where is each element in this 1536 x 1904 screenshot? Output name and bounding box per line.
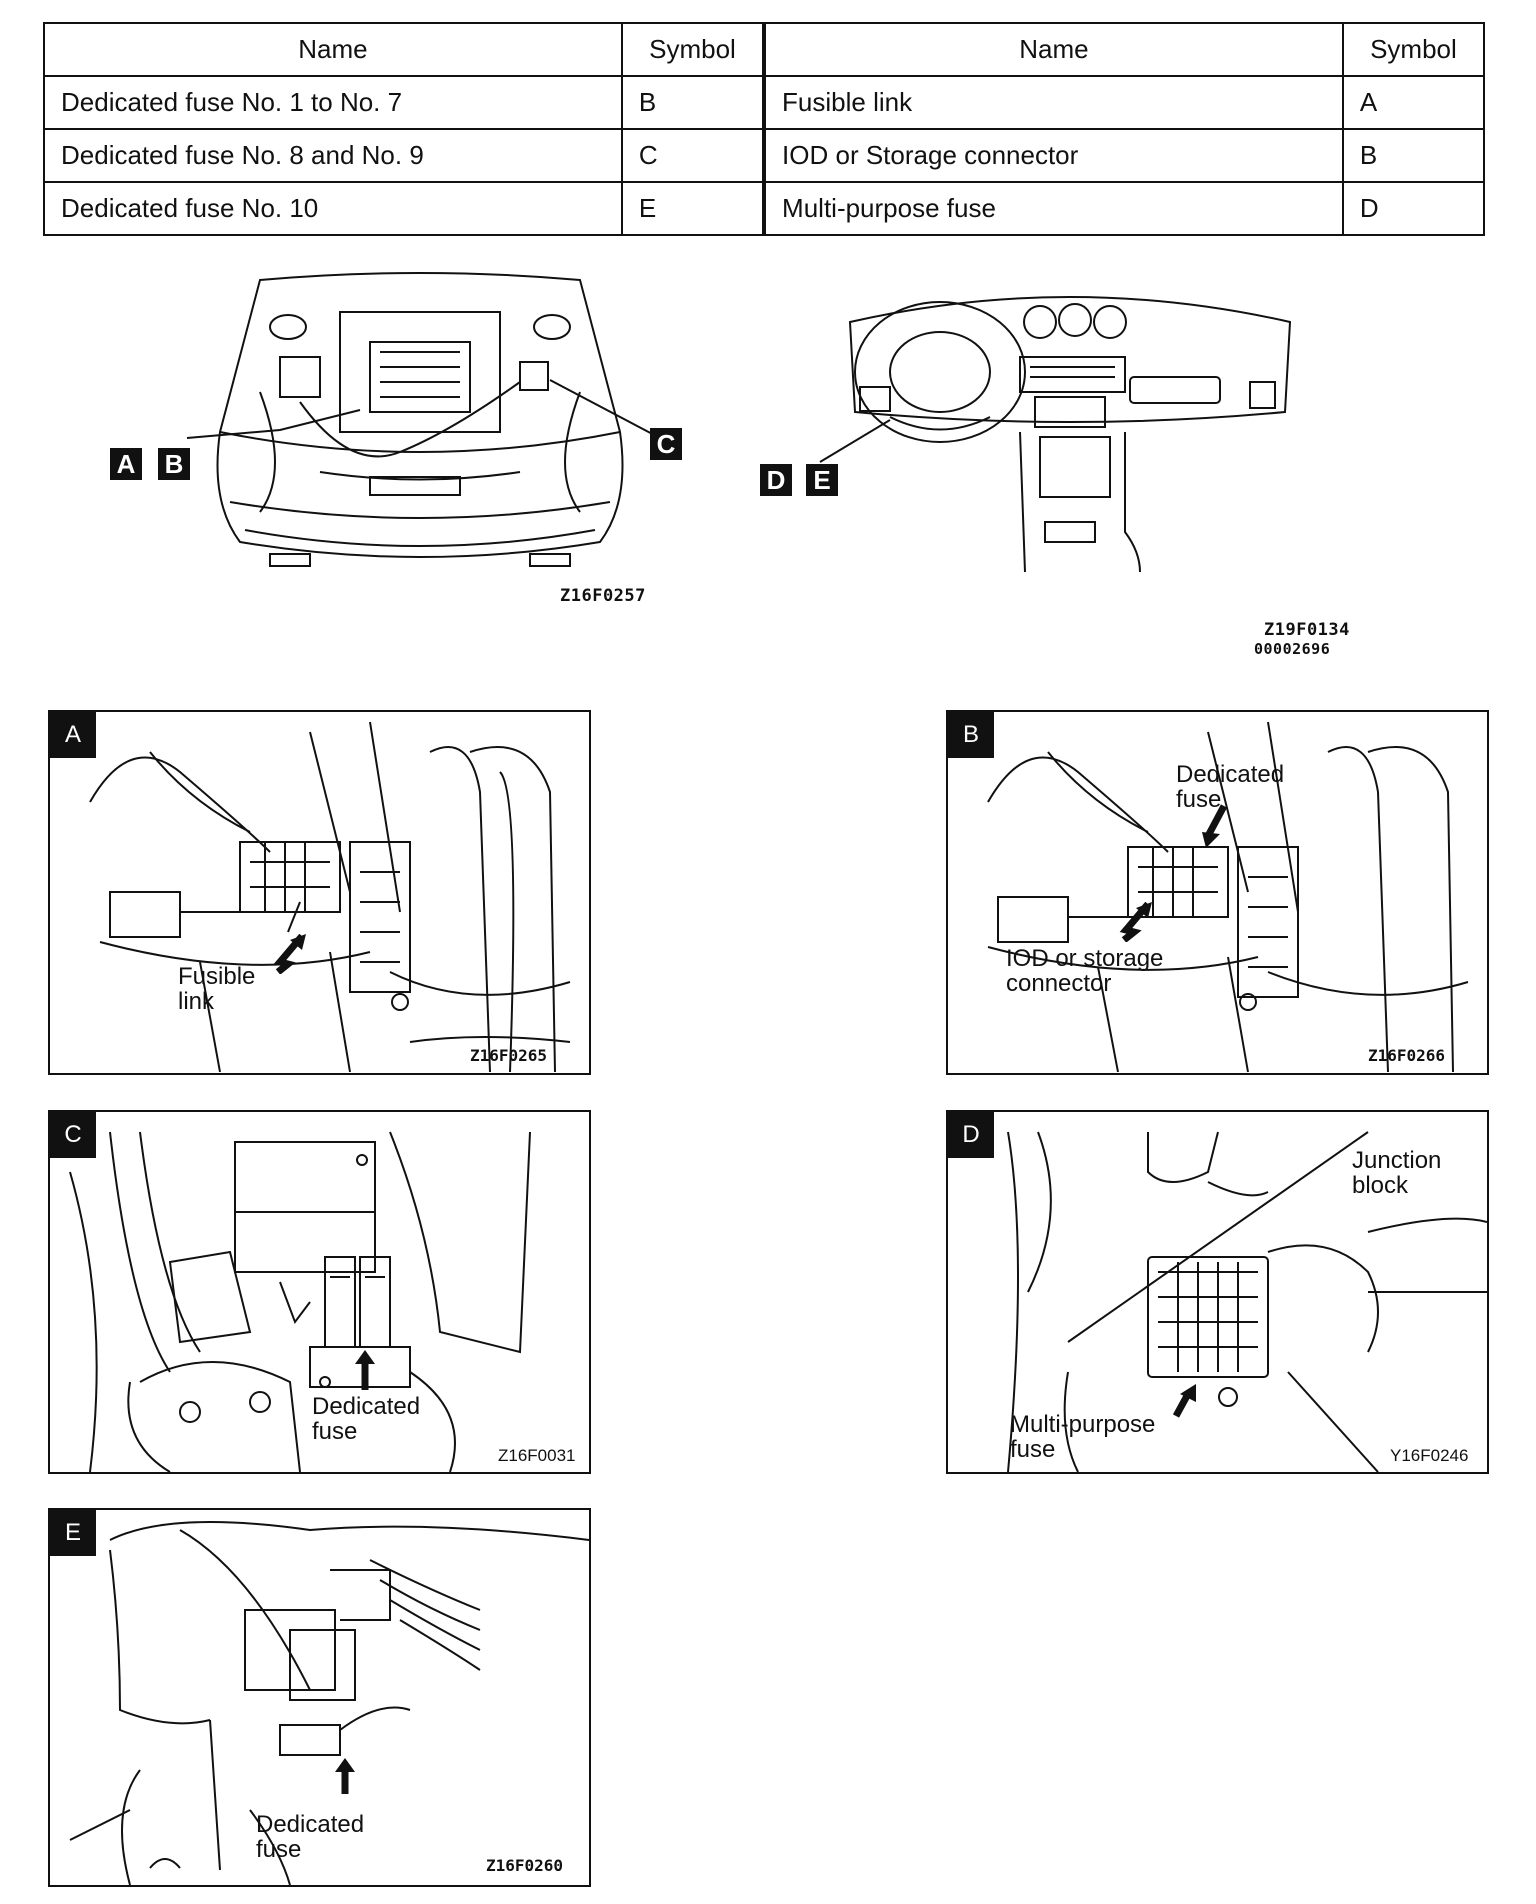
badge-a: A [110,448,142,480]
detail-panel-d: D Junction block Multi-purpose fuse Y16F… [946,1110,1489,1474]
badge-d: D [760,464,792,496]
table-cell-name: Dedicated fuse No. 10 [43,181,623,236]
arrow-icon [273,934,306,974]
table-cell-name: Fusible link [762,75,1344,130]
detail-panel-c: C Dedicated fuse Z16F0031 [48,1110,591,1474]
table-row: Dedicated fuse No. 10 E Multi-purpose fu… [43,181,1486,236]
multi-purpose-fuse-callout: Multi-purpose fuse [1010,1411,1156,1463]
table-cell-name: Dedicated fuse No. 8 and No. 9 [43,128,623,183]
relay-box-illustration [69,1131,531,1472]
column-header-name: Name [762,22,1344,77]
fusible-link-illustration [89,721,571,1073]
panel-d-code: Y16F0246 [1390,1446,1469,1465]
arrow-icon [1119,902,1152,942]
table-row: Dedicated fuse No. 1 to No. 7 B Fusible … [43,75,1486,130]
arrow-icon [335,1758,355,1794]
column-header-symbol: Symbol [1341,22,1486,77]
table-cell-name: IOD or Storage connector [762,128,1344,183]
dedicated-fuse-callout: Dedicated fuse [312,1393,421,1445]
detail-panel-b: B Dedicated fuse IOD or storage connecto… [946,710,1489,1075]
dedicated-fuse-callout: Dedicated fuse [256,1811,365,1863]
column-header-symbol: Symbol [620,22,766,77]
detail-panel-a: A Fusible link Z16F0265 [48,710,591,1075]
table-cell-symbol: A [1341,75,1486,130]
engine-bay-illustration [216,272,624,567]
table-cell-symbol: B [1341,128,1486,183]
panel-letter-d: D [948,1112,994,1158]
iod-connector-illustration [987,721,1469,1073]
engine-diagram-code: Z16F0257 [560,586,646,606]
junction-block-illustration [1007,1131,1487,1472]
table-cell-symbol: D [1341,181,1486,236]
panel-letter-b: B [948,712,994,758]
table-row: Dedicated fuse No. 8 and No. 9 C IOD or … [43,128,1486,183]
panel-c-code: Z16F0031 [498,1446,576,1465]
fuse-location-table: Name Symbol Name Symbol Dedicated fuse N… [43,22,1486,236]
dashboard-leader-line [819,419,891,463]
dashboard-illustration [848,296,1292,572]
dedicated-fuse-callout: Dedicated fuse [1176,761,1285,813]
badge-b: B [158,448,190,480]
badge-e: E [806,464,838,496]
panel-e-code: Z16F0260 [486,1856,564,1875]
panel-letter-a: A [50,712,96,758]
badge-c: C [650,428,682,460]
table-cell-symbol: E [620,181,766,236]
detail-panel-e: E Dedicated fuse Z16F0260 [48,1508,591,1887]
table-cell-symbol: B [620,75,766,130]
junction-block-callout: Junction block [1352,1147,1442,1199]
column-header-name: Name [43,22,623,77]
arrow-icon [355,1350,375,1390]
dashboard-diagram-code: Z19F0134 [1264,620,1350,640]
arrow-icon [1202,804,1228,848]
panel-b-code: Z16F0266 [1368,1046,1446,1065]
fusible-link-callout: Fusible link [178,963,256,1015]
arrow-icon [1172,1384,1196,1418]
panel-letter-e: E [50,1510,96,1556]
table-cell-name: Multi-purpose fuse [762,181,1344,236]
engine-leader-lines [186,379,661,439]
panel-letter-c: C [50,1112,96,1158]
table-cell-symbol: C [620,128,766,183]
dashboard-diagram-code-2: 00002696 [1254,640,1331,658]
iod-storage-connector-callout: IOD or storage connector [1006,945,1164,997]
dedicated-fuse-e-illustration [69,1521,589,1885]
table-cell-name: Dedicated fuse No. 1 to No. 7 [43,75,623,130]
table-header-row: Name Symbol Name Symbol [43,22,1486,77]
panel-a-code: Z16F0265 [470,1046,548,1065]
